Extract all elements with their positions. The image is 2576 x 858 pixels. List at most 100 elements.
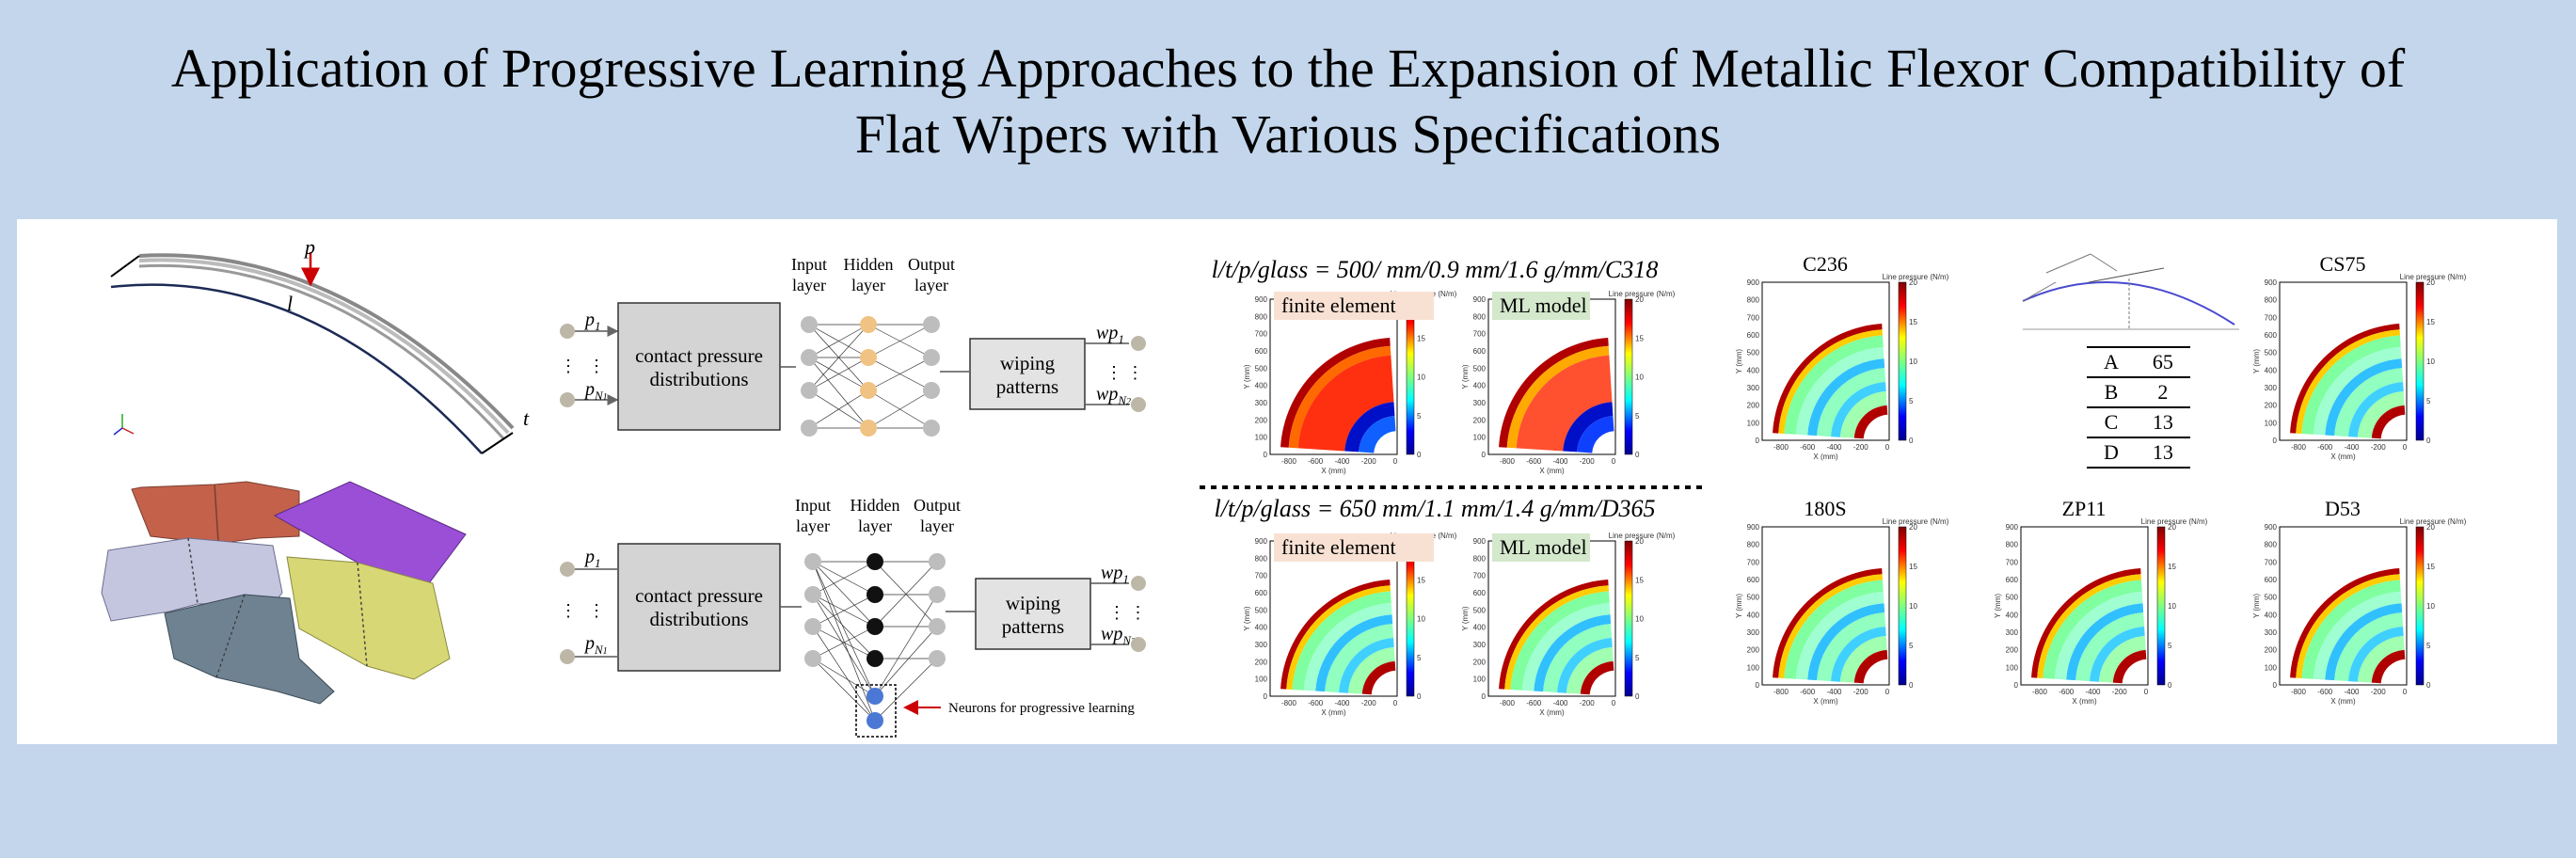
- contour-band: [1543, 624, 1613, 693]
- colorbar-tick: 15: [2426, 563, 2435, 571]
- y-tick-label: 400: [2006, 611, 2019, 619]
- svg-text:contact pressure: contact pressure: [635, 344, 763, 367]
- svg-text:wiping: wiping: [1000, 352, 1056, 374]
- x-tick-label: -800: [2291, 443, 2307, 452]
- y-tick-label: 800: [1747, 541, 1760, 549]
- y-tick-label: 0: [1482, 692, 1487, 701]
- y-tick-label: 400: [1473, 382, 1487, 390]
- colorbar-tick: 10: [1635, 373, 1644, 382]
- x-tick-label: -800: [1281, 457, 1297, 466]
- contour-band: [1280, 580, 1391, 690]
- contour-band: [2054, 591, 2143, 680]
- y-tick-label: 300: [1255, 641, 1268, 649]
- colorbar: [1898, 281, 1907, 441]
- y-tick-label: 900: [1473, 295, 1487, 304]
- y-tick-label: 900: [1255, 537, 1268, 546]
- x-tick-label: -400: [1334, 457, 1350, 466]
- spec-plot-C236: 9008007006005004003002001000-800-600-400…: [1735, 273, 1949, 461]
- svg-text:layer: layer: [792, 276, 826, 294]
- y-tick-label: 200: [2006, 646, 2019, 655]
- method-badge: [1492, 292, 1590, 320]
- colorbar-tick: 5: [2426, 397, 2431, 405]
- colorbar-tick: 0: [2168, 681, 2172, 690]
- method-label: ML model: [1500, 535, 1587, 559]
- y-tick-label: 300: [1747, 628, 1760, 637]
- y-tick-label: 100: [2265, 419, 2278, 427]
- method-label: finite element: [1281, 294, 1396, 317]
- y-tick-label: 700: [1473, 330, 1487, 339]
- colorbar-title: Line pressure (N/m): [2141, 517, 2208, 526]
- contour-band: [1344, 402, 1395, 453]
- contour-band: [2075, 612, 2145, 682]
- colorbar-tick: 5: [1909, 397, 1914, 405]
- contour-band: [1557, 638, 1613, 693]
- contour-plot-2: 9008007006005004003002001000-800-600-400…: [1461, 290, 1676, 475]
- contour-band: [1534, 614, 1612, 692]
- comparison-plots: l/t/p/glass = 500/ mm/0.9 mm/1.6 g/mm/C3…: [1200, 256, 1708, 717]
- x-tick-label: 0: [2403, 443, 2408, 452]
- colorbar-tick: 10: [2168, 602, 2176, 611]
- y-tick-label: 700: [2006, 558, 2019, 566]
- svg-text:⋮ ⋮: ⋮ ⋮: [1108, 603, 1147, 622]
- x-tick-label: 0: [2144, 688, 2149, 696]
- y-tick-label: 400: [1747, 611, 1760, 619]
- contour-plot-4: 9008007006005004003002001000-800-600-400…: [1461, 532, 1676, 717]
- svg-text:layer: layer: [796, 516, 830, 535]
- contour-band: [1292, 591, 1391, 691]
- axis-triad-icon: [113, 414, 135, 436]
- x-tick-label: -200: [1853, 443, 1869, 452]
- contour-band: [1288, 345, 1391, 449]
- x-tick-label: -600: [1308, 457, 1324, 466]
- colorbar-tick: 5: [2168, 642, 2172, 650]
- y-tick-label: 900: [1747, 523, 1760, 532]
- x-axis-label: X (mm): [1539, 708, 1565, 717]
- contour-band: [1839, 635, 1887, 683]
- contour-band: [1853, 405, 1888, 439]
- y-tick-label: 0: [1264, 451, 1268, 459]
- y-tick-label: 900: [2006, 523, 2019, 532]
- y-tick-label: 500: [1473, 606, 1487, 614]
- x-tick-label: -200: [2371, 443, 2387, 452]
- y-tick-label: 100: [1473, 434, 1487, 442]
- spec-plot-CS75: 9008007006005004003002001000-800-600-400…: [2252, 273, 2467, 461]
- x-tick-label: 0: [2403, 688, 2408, 696]
- y-tick-label: 600: [1747, 576, 1760, 584]
- y-tick-label: 300: [1473, 641, 1487, 649]
- x-tick-label: -200: [2371, 688, 2387, 696]
- y-tick-label: 300: [2265, 628, 2278, 637]
- y-tick-label: 300: [1473, 399, 1487, 407]
- contour-band: [2325, 358, 2403, 437]
- spec-plot-180S: 9008007006005004003002001000-800-600-400…: [1735, 517, 1949, 706]
- y-tick-label: 400: [1747, 366, 1760, 374]
- y-tick-label: 0: [2273, 681, 2278, 690]
- contour-band: [2301, 580, 2401, 679]
- colorbar: [1624, 298, 1633, 455]
- colorbar: [1406, 298, 1415, 455]
- y-tick-label: 800: [1255, 554, 1268, 563]
- y-tick-label: 700: [1747, 313, 1760, 322]
- title-line-2: Flat Wipers with Various Specifications: [854, 103, 1722, 165]
- colorbar-tick: 10: [1909, 602, 1917, 611]
- contour-band: [2334, 612, 2404, 682]
- contour-band: [1506, 345, 1610, 449]
- x-axis-label: X (mm): [1321, 708, 1346, 717]
- contour-band: [1361, 660, 1396, 695]
- y-tick-label: 900: [1747, 278, 1760, 287]
- contour-band: [2037, 574, 2141, 678]
- contour-band: [1297, 355, 1394, 452]
- y-tick-label: 500: [1255, 606, 1268, 614]
- y-tick-label: 500: [1255, 364, 1268, 373]
- y-tick-label: 200: [1255, 658, 1268, 666]
- y-tick-label: 600: [2006, 576, 2019, 584]
- colorbar-title: Line pressure (N/m): [2400, 273, 2467, 281]
- contour-band: [2112, 649, 2147, 684]
- y-tick-label: 700: [2265, 313, 2278, 322]
- colorbar: [1624, 540, 1633, 697]
- y-tick-label: 800: [2006, 541, 2019, 549]
- colorbar-tick: 5: [1417, 412, 1422, 421]
- spec-plot-ZP11: 9008007006005004003002001000-800-600-400…: [1994, 517, 2208, 706]
- y-tick-label: 100: [1255, 434, 1268, 442]
- x-tick-label: -400: [1552, 457, 1568, 466]
- progressive-note: Neurons for progressive learning: [948, 701, 1135, 716]
